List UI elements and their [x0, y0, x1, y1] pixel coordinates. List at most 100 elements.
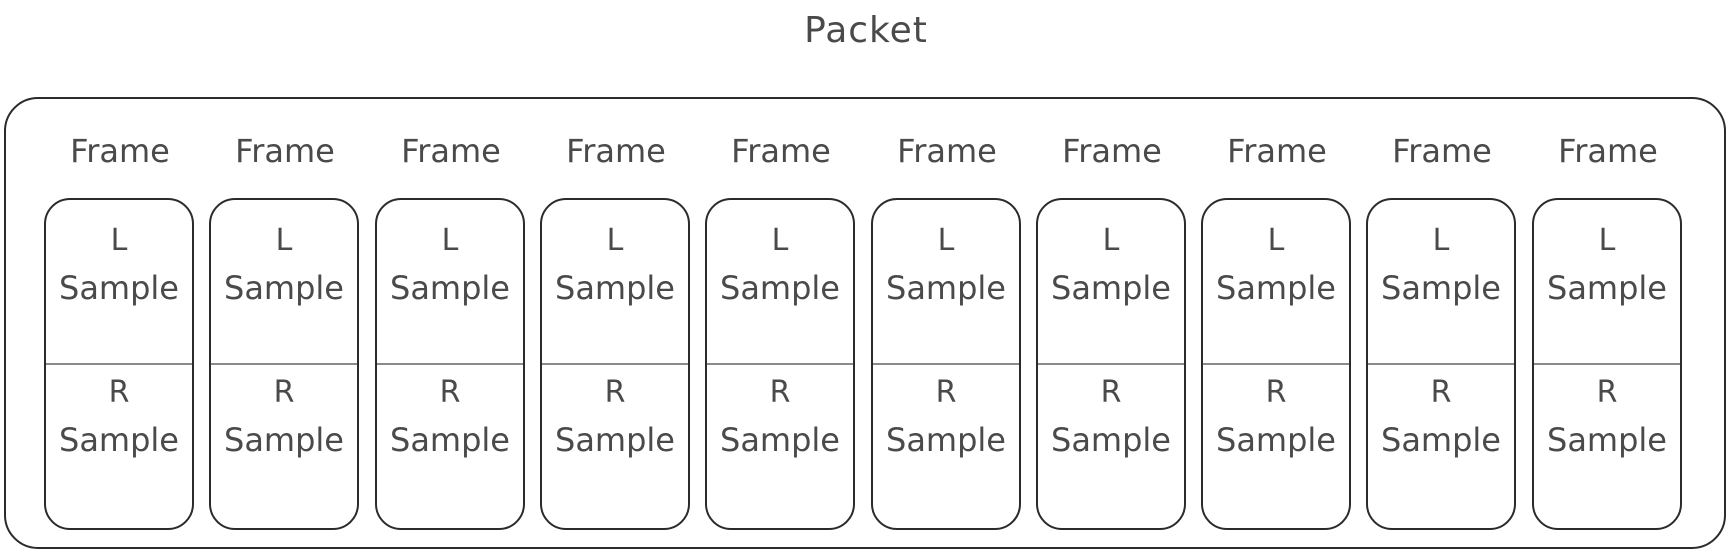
channel-divider [377, 363, 523, 365]
right-sample-label: Sample [224, 421, 344, 459]
left-channel-label: L [606, 223, 624, 258]
channel-divider [1534, 363, 1680, 365]
frame-label: Frame [566, 132, 666, 170]
right-sample-label: Sample [1547, 421, 1667, 459]
left-sample: L Sample [873, 220, 1019, 314]
right-channel-label: R [1596, 375, 1618, 410]
frame-label: Frame [401, 132, 501, 170]
left-channel-label: L [110, 223, 128, 258]
left-sample-label: Sample [555, 269, 675, 307]
right-channel-label: R [769, 375, 791, 410]
left-sample-label: Sample [1051, 269, 1171, 307]
left-channel-label: L [771, 223, 789, 258]
left-sample-label: Sample [886, 269, 1006, 307]
frame-label: Frame [1558, 132, 1658, 170]
channel-divider [542, 363, 688, 365]
frame-label: Frame [1062, 132, 1162, 170]
packet-title: Packet [804, 10, 928, 51]
left-sample: L Sample [707, 220, 853, 314]
channel-divider [873, 363, 1019, 365]
channel-divider [1038, 363, 1184, 365]
channel-divider [46, 363, 192, 365]
right-sample: R Sample [1038, 372, 1184, 466]
channel-divider [1203, 363, 1349, 365]
right-sample: R Sample [1368, 372, 1514, 466]
right-sample-label: Sample [390, 421, 510, 459]
right-sample: R Sample [873, 372, 1019, 466]
left-sample-label: Sample [390, 269, 510, 307]
right-sample-label: Sample [59, 421, 179, 459]
channel-divider [211, 363, 357, 365]
left-channel-label: L [275, 223, 293, 258]
right-sample-label: Sample [1051, 421, 1171, 459]
right-sample-label: Sample [1216, 421, 1336, 459]
channel-divider [707, 363, 853, 365]
left-sample-label: Sample [720, 269, 840, 307]
right-channel-label: R [439, 375, 461, 410]
right-sample-label: Sample [1381, 421, 1501, 459]
frame-label: Frame [731, 132, 831, 170]
left-sample-label: Sample [59, 269, 179, 307]
right-sample: R Sample [707, 372, 853, 466]
right-sample-label: Sample [555, 421, 675, 459]
left-sample-label: Sample [1216, 269, 1336, 307]
right-sample-label: Sample [886, 421, 1006, 459]
left-channel-label: L [937, 223, 955, 258]
right-sample: R Sample [377, 372, 523, 466]
packet-container [4, 97, 1726, 549]
right-sample: R Sample [1203, 372, 1349, 466]
left-sample: L Sample [1203, 220, 1349, 314]
left-sample: L Sample [1038, 220, 1184, 314]
right-channel-label: R [1100, 375, 1122, 410]
left-sample: L Sample [542, 220, 688, 314]
frame-label: Frame [235, 132, 335, 170]
left-sample: L Sample [211, 220, 357, 314]
left-sample: L Sample [46, 220, 192, 314]
frame-label: Frame [70, 132, 170, 170]
left-sample-label: Sample [1381, 269, 1501, 307]
channel-divider [1368, 363, 1514, 365]
right-channel-label: R [1430, 375, 1452, 410]
right-channel-label: R [108, 375, 130, 410]
right-channel-label: R [1265, 375, 1287, 410]
right-sample: R Sample [211, 372, 357, 466]
right-sample-label: Sample [720, 421, 840, 459]
right-channel-label: R [935, 375, 957, 410]
right-channel-label: R [604, 375, 626, 410]
left-channel-label: L [1432, 223, 1450, 258]
frame-label: Frame [1227, 132, 1327, 170]
left-sample-label: Sample [224, 269, 344, 307]
left-sample-label: Sample [1547, 269, 1667, 307]
left-sample: L Sample [377, 220, 523, 314]
right-sample: R Sample [542, 372, 688, 466]
frame-label: Frame [897, 132, 997, 170]
right-sample: R Sample [46, 372, 192, 466]
frame-label: Frame [1392, 132, 1492, 170]
right-channel-label: R [273, 375, 295, 410]
left-channel-label: L [441, 223, 459, 258]
left-sample: L Sample [1368, 220, 1514, 314]
right-sample: R Sample [1534, 372, 1680, 466]
left-channel-label: L [1267, 223, 1285, 258]
left-channel-label: L [1102, 223, 1120, 258]
